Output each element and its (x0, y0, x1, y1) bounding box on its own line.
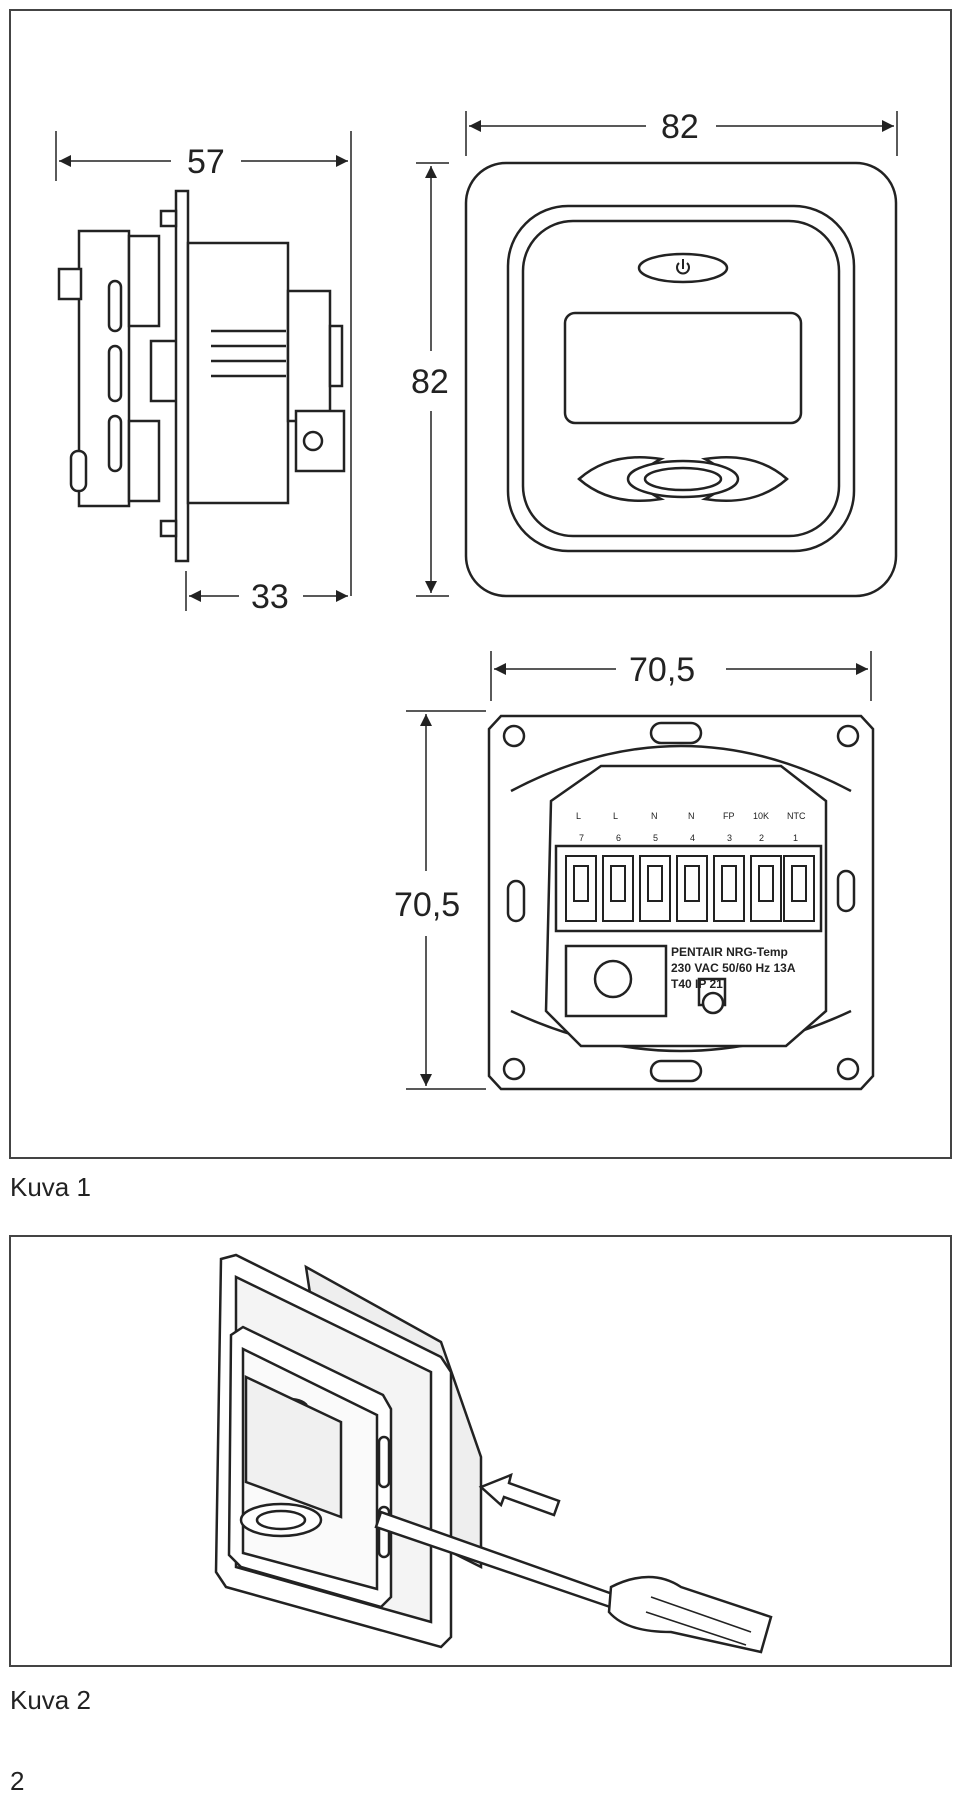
dim-side-width: 57 (187, 143, 225, 181)
terminal-number: 3 (727, 833, 732, 843)
figure-2-drawing (214, 1253, 773, 1654)
brand-line: PENTAIR NRG-Temp (671, 945, 788, 959)
terminal-number: 1 (793, 833, 798, 843)
terminal-number: 2 (759, 833, 764, 843)
terminal-label: NTC (787, 811, 806, 821)
side-view (55, 131, 352, 611)
dim-front-width: 82 (661, 108, 699, 146)
terminal-label: L (613, 811, 618, 821)
terminal-number: 7 (579, 833, 584, 843)
page-number: 2 (10, 1766, 25, 1796)
terminal-label: 10K (753, 811, 769, 821)
dim-side-depth: 33 (251, 578, 289, 616)
terminal-label: N (688, 811, 695, 821)
figure-2-frame (9, 1235, 952, 1667)
terminal-label: FP (723, 811, 735, 821)
rating-label: PENTAIR NRG-Temp 230 VAC 50/60 Hz 13A T4… (671, 945, 796, 991)
terminal-number: 5 (653, 833, 658, 843)
terminal-labels: L L N N FP 10K NTC 7 6 5 4 3 2 1 (576, 811, 806, 843)
terminal-label: L (576, 811, 581, 821)
figure-2-caption: Kuva 2 (10, 1685, 91, 1715)
class-line: T40 IP 21 (671, 977, 723, 991)
terminal-number: 4 (690, 833, 695, 843)
figure-1-caption: Kuva 1 (10, 1172, 91, 1202)
figure-1-drawing: 57 33 82 82 (55, 108, 898, 1091)
front-view (416, 111, 898, 598)
terminal-label: N (651, 811, 658, 821)
back-view (406, 651, 875, 1091)
terminal-number: 6 (616, 833, 621, 843)
rating-line: 230 VAC 50/60 Hz 13A (671, 961, 796, 975)
figure-1-frame: 57 33 82 82 (9, 9, 952, 1159)
dim-back-height: 70,5 (394, 886, 460, 924)
thermostat-perspective (214, 1253, 773, 1654)
dim-back-width: 70,5 (629, 651, 695, 689)
dim-front-height: 82 (411, 363, 449, 401)
